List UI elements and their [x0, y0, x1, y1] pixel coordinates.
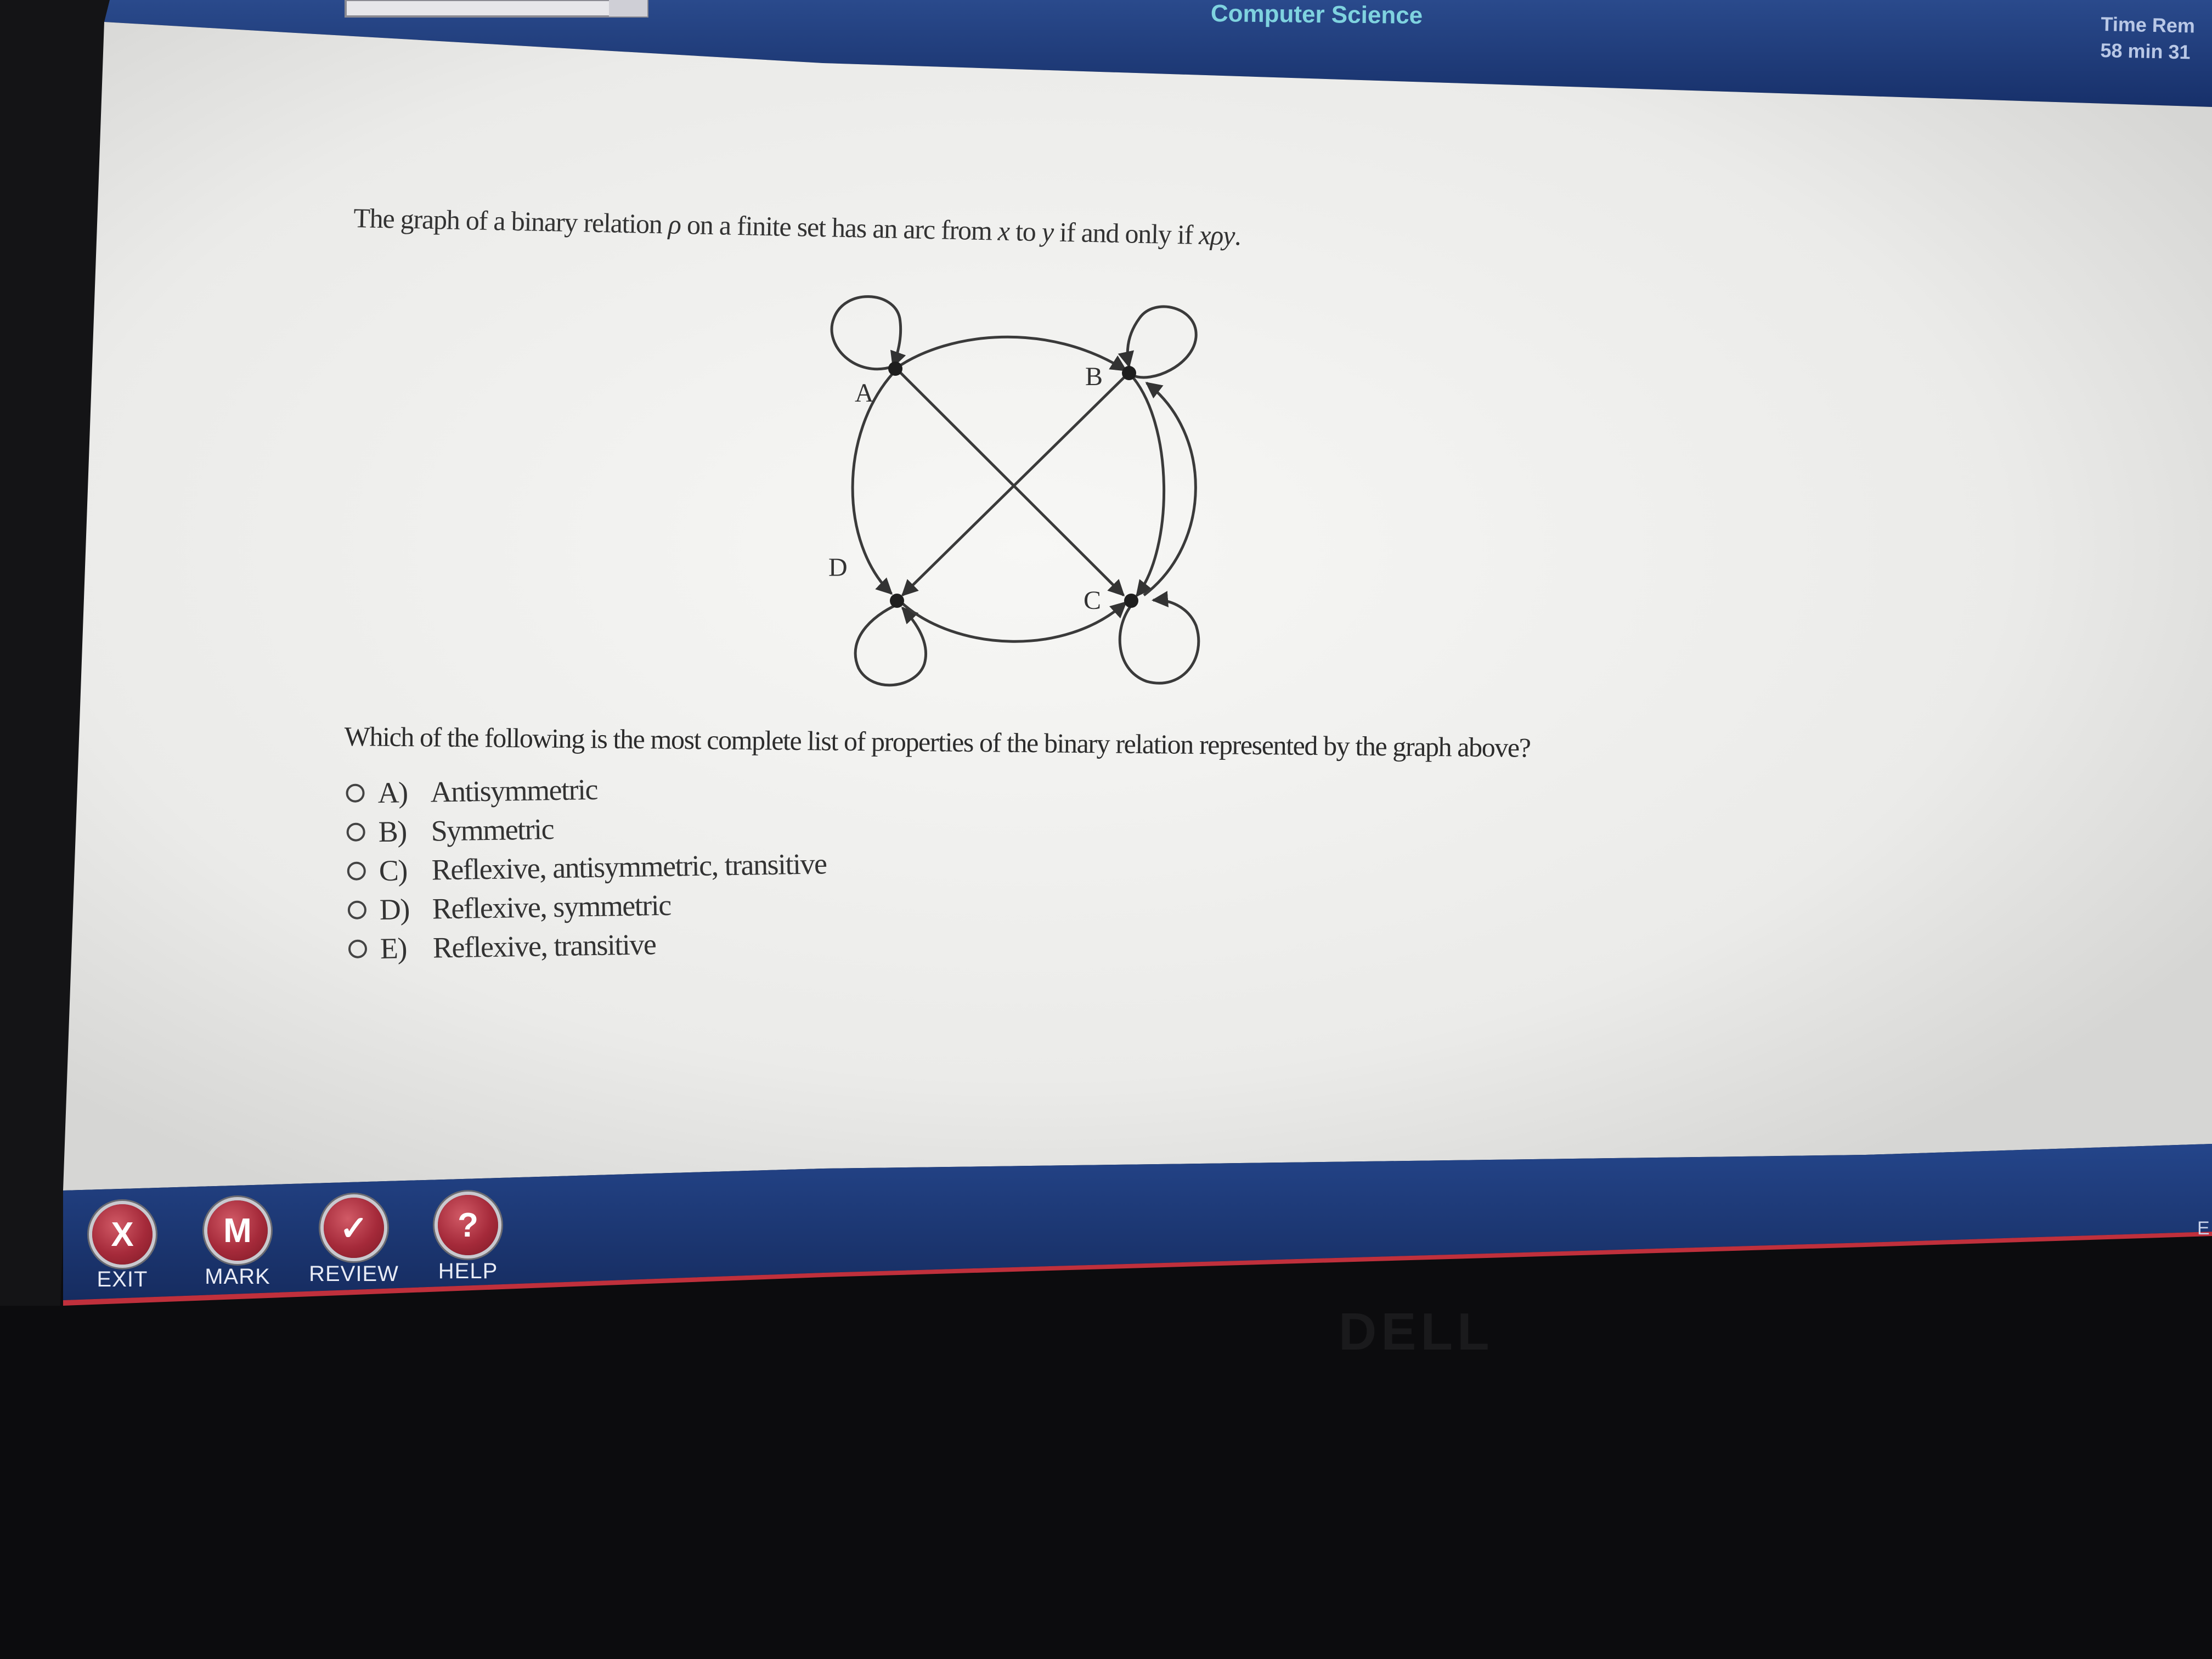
answer-choices: A) Antisymmetric B) Symmetric C) Reflexi… — [346, 766, 828, 968]
review-button[interactable]: ✓ — [324, 1198, 384, 1258]
label-b: B — [1085, 362, 1103, 391]
choice-text: Reflexive, symmetric — [432, 888, 672, 926]
content-area — [63, 22, 2212, 1190]
choice-text: Reflexive, transitive — [432, 927, 656, 964]
timer-value: 58 min 31 — [2100, 38, 2191, 64]
arc-b-d — [901, 375, 1127, 597]
loop-d — [854, 601, 928, 687]
radio-button[interactable] — [346, 783, 365, 803]
review-label[interactable]: REVIEW — [309, 1262, 399, 1286]
loop-a — [830, 295, 906, 371]
choice-letter: C) — [379, 853, 408, 887]
stem-text: . — [1234, 220, 1242, 251]
radio-button[interactable] — [346, 822, 365, 842]
choice-a[interactable]: A) Antisymmetric — [346, 766, 826, 812]
stem-text: to — [1009, 215, 1042, 247]
header-bar — [104, 0, 2212, 107]
stem-text: on a finite set has an arc from — [680, 208, 998, 246]
bezel-left — [0, 0, 110, 1306]
question-mark-icon[interactable]: ? — [438, 1195, 498, 1255]
label-a: A — [855, 379, 874, 408]
stem-xpy: xρy — [1198, 219, 1235, 251]
loop-c — [1118, 591, 1200, 685]
top-dropdown-arrow[interactable] — [609, 0, 647, 16]
stem-y: y — [1041, 216, 1054, 247]
exit-label[interactable]: EXIT — [97, 1267, 148, 1291]
mark-label[interactable]: MARK — [205, 1265, 270, 1289]
close-icon[interactable]: X — [92, 1204, 153, 1265]
radio-button[interactable] — [347, 861, 366, 881]
choice-letter: B) — [378, 814, 407, 848]
checkmark-icon[interactable]: ✓ — [324, 1198, 384, 1258]
node-d — [890, 594, 904, 608]
stem-x: x — [997, 215, 1010, 246]
toolbar-accent-line — [63, 1232, 2212, 1306]
mark-button[interactable]: M — [207, 1200, 268, 1261]
choice-letter: A) — [377, 775, 408, 809]
stem-text: The graph of a binary relation — [353, 202, 669, 240]
exit-button[interactable]: X — [92, 1204, 153, 1265]
arc-b-c — [1129, 373, 1165, 597]
help-label[interactable]: HELP — [438, 1259, 498, 1283]
mark-icon[interactable]: M — [207, 1200, 268, 1261]
label-d: D — [828, 553, 848, 582]
choice-text: Reflexive, antisymmetric, transitive — [431, 847, 827, 887]
label-c: C — [1084, 586, 1101, 615]
node-b — [1122, 366, 1136, 380]
arc-c-b — [1143, 382, 1197, 596]
help-button[interactable]: ? — [438, 1195, 498, 1255]
stem-text: if and only if — [1053, 216, 1199, 250]
choice-letter: E) — [380, 931, 407, 965]
top-dropdown[interactable] — [345, 0, 648, 18]
choice-c[interactable]: C) Reflexive, antisymmetric, transitive — [347, 844, 827, 890]
time-remaining: Time Rem 58 min 31 — [2100, 11, 2212, 66]
toolbar-edge-text: E — [2197, 1218, 2210, 1239]
radio-button[interactable] — [348, 939, 368, 958]
arc-a-d — [851, 372, 894, 595]
bottom-toolbar — [63, 1144, 2212, 1300]
exam-title: Computer Science — [1210, 0, 1423, 30]
choice-e[interactable]: E) Reflexive, transitive — [348, 922, 828, 968]
choice-text: Antisymmetric — [430, 772, 598, 809]
timer-label: Time Rem — [2101, 12, 2196, 37]
arc-d-c — [901, 601, 1127, 643]
node-a — [888, 362, 902, 376]
choice-d[interactable]: D) Reflexive, symmetric — [347, 883, 827, 929]
arc-a-c — [899, 371, 1125, 597]
stem-rho: ρ — [668, 208, 681, 240]
arc-a-b — [896, 335, 1127, 372]
loop-b — [1118, 305, 1198, 379]
choice-b[interactable]: B) Symmetric — [346, 805, 826, 851]
dell-logo: DELL — [1339, 1302, 1494, 1361]
relation-graph: A B C D — [828, 295, 1200, 687]
node-c — [1124, 594, 1138, 608]
choice-text: Symmetric — [431, 812, 554, 848]
radio-button[interactable] — [347, 900, 367, 919]
choice-letter: D) — [379, 892, 410, 926]
